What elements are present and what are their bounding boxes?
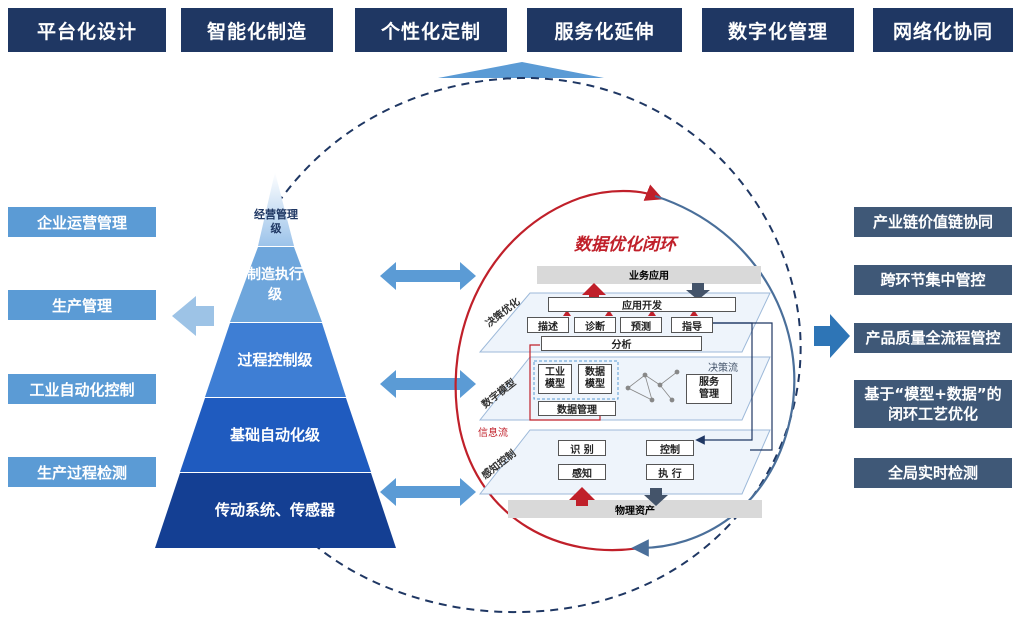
top-item-2: 智能化制造: [181, 8, 333, 52]
top-item-3: 个性化定制: [355, 8, 507, 52]
double-arrow-3: [380, 478, 476, 506]
identify-box: 识 别: [558, 440, 606, 456]
top-item-4: 服务化延伸: [527, 8, 682, 52]
outer-dashed-loop: [269, 76, 802, 614]
loop-title: 数据优化闭环: [574, 235, 676, 255]
app-dev-box: 应用开发: [548, 297, 736, 312]
right-item-5: 全局实时检测: [854, 458, 1012, 488]
control-box: 控制: [646, 440, 694, 456]
diagnose-box: 诊断: [574, 317, 616, 333]
pyramid-tier-3: [205, 323, 346, 397]
info-flow-line: [529, 344, 601, 421]
data-mgmt-box: 数据管理: [538, 401, 616, 416]
blue-loop: [631, 194, 796, 557]
pyramid-label-1: 经营管理级: [254, 208, 298, 235]
model-dashed-box: [533, 360, 619, 400]
right-arrow: [814, 314, 850, 358]
double-arrow-2: [380, 370, 476, 398]
pyramid-tier-1: [258, 172, 294, 246]
right-item-2: 跨环节集中管控: [854, 265, 1012, 295]
right-item-1: 产业链价值链协同: [854, 207, 1012, 237]
plane-sense: [478, 429, 771, 495]
pyramid-tier-2: [230, 247, 322, 322]
pyramid-label-5: 传动系统、传感器: [214, 501, 335, 519]
double-arrow-1: [380, 262, 476, 290]
info-flow-label: 信息流: [478, 428, 508, 439]
pyramid-label-3: 过程控制级: [237, 351, 313, 369]
right-item-4: 基于“模型+数据”的闭环工艺优化: [854, 380, 1012, 428]
left-item-4: 生产过程检测: [8, 457, 156, 487]
business-app-label: 业务应用: [629, 271, 669, 282]
decision-flow-line-2: [712, 322, 773, 451]
data-model-box: 数据模型: [578, 364, 612, 394]
predict-box: 预测: [620, 317, 662, 333]
top-item-5: 数字化管理: [702, 8, 854, 52]
describe-box: 描述: [527, 317, 569, 333]
guide-box: 指导: [671, 317, 713, 333]
pyramid-label-4: 基础自动化级: [229, 426, 320, 444]
gray-down-arrow-bottom: [644, 488, 668, 506]
service-mgmt-box: 服务管理: [686, 374, 732, 404]
left-arrow: [172, 296, 214, 336]
physical-assets-label: 物理资产: [615, 506, 655, 517]
red-up-arrow-bottom: [569, 487, 595, 506]
gray-down-arrow-top: [686, 283, 710, 300]
left-item-1: 企业运营管理: [8, 207, 156, 237]
top-item-1: 平台化设计: [8, 8, 166, 52]
pyramid-tier-4: [180, 398, 371, 472]
decision-flow-label: 决策流: [708, 363, 738, 374]
pyramid-label-2: 制造执行级: [247, 267, 303, 303]
red-loop: [454, 184, 664, 552]
right-item-3: 产品质量全流程管控: [854, 323, 1012, 353]
top-item-6: 网络化协同: [873, 8, 1013, 52]
business-app-bar: [537, 266, 761, 284]
analyze-box: 分析: [541, 336, 702, 351]
network-graph: [625, 369, 680, 403]
red-up-arrow-top: [582, 283, 606, 300]
physical-assets-bar: [508, 500, 762, 518]
industrial-model-box: 工业模型: [538, 364, 572, 394]
left-item-3: 工业自动化控制: [8, 374, 156, 404]
perceive-box: 感知: [558, 464, 606, 480]
pyramid-tier-5: [155, 473, 396, 548]
left-item-2: 生产管理: [8, 290, 156, 320]
top-pointer: [438, 62, 604, 78]
execute-box: 执 行: [646, 464, 694, 480]
